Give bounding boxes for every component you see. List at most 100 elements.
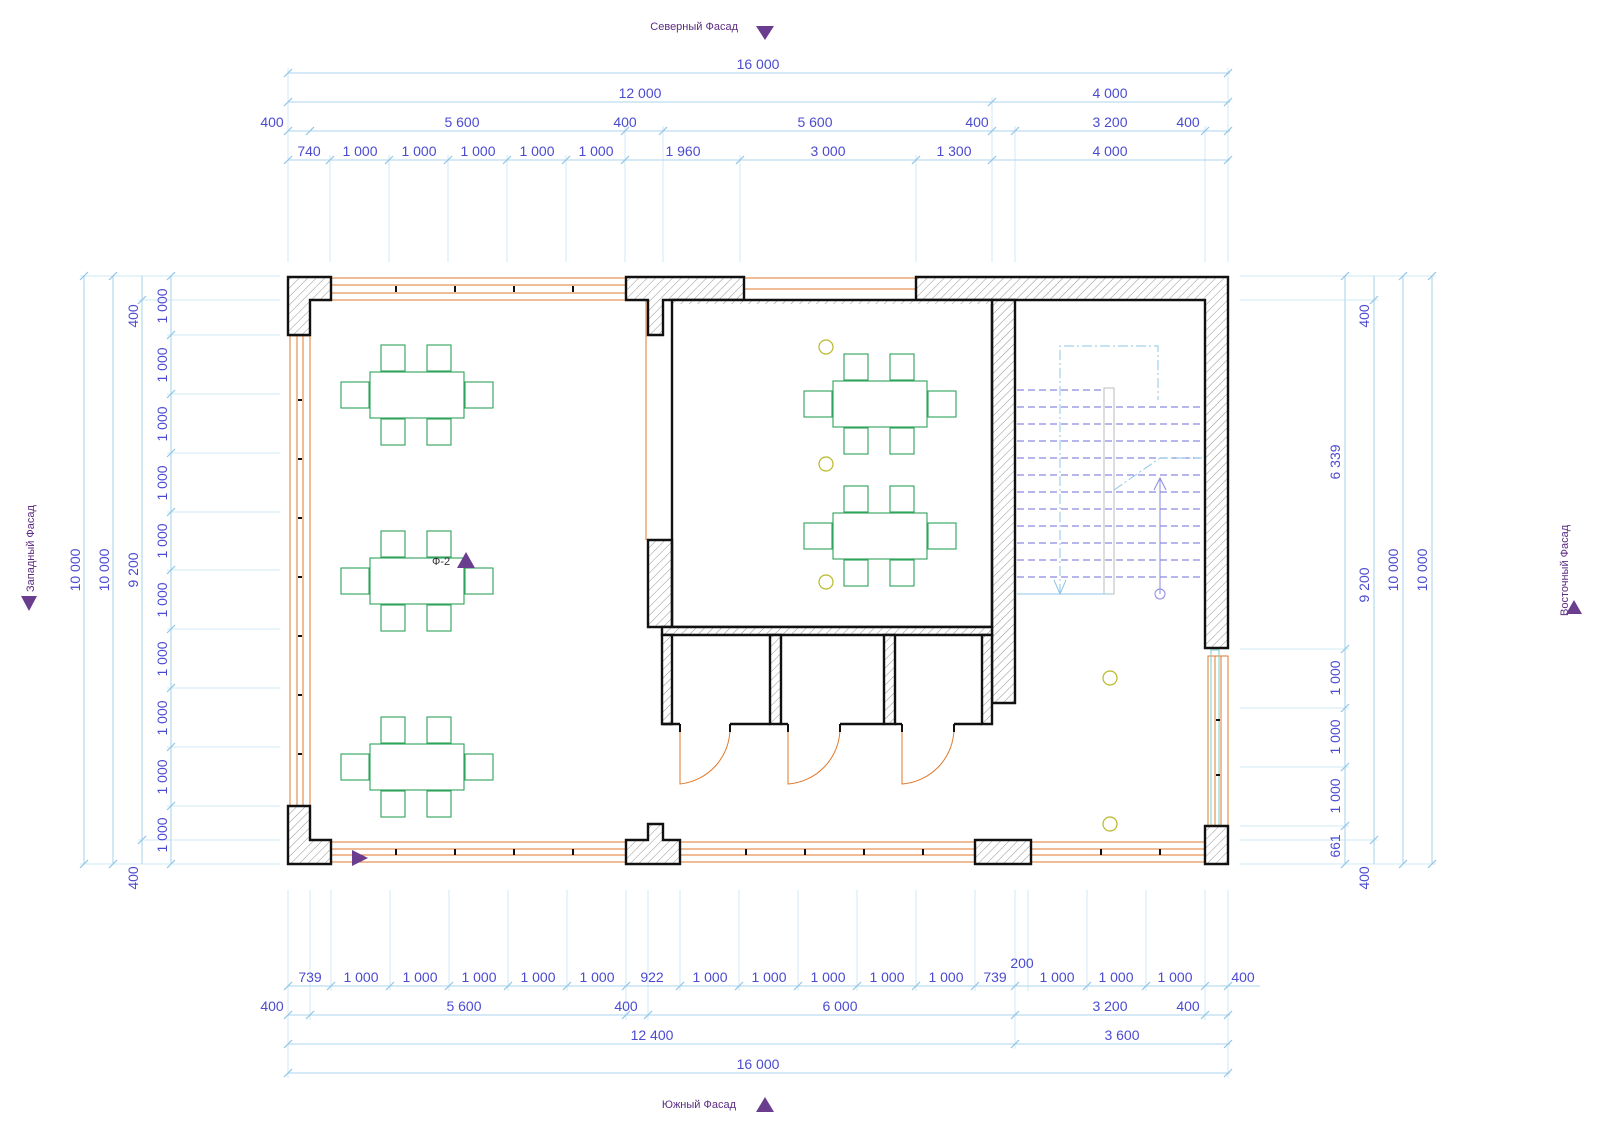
dining-table <box>832 380 928 428</box>
svg-text:1 000: 1 000 <box>579 969 614 985</box>
svg-text:661: 661 <box>1327 834 1343 858</box>
dining-table <box>832 512 928 560</box>
section-marker-triangle <box>457 552 475 568</box>
svg-text:10 000: 10 000 <box>96 548 112 591</box>
svg-text:1 000: 1 000 <box>810 969 845 985</box>
svg-text:1 000: 1 000 <box>1039 969 1074 985</box>
chair <box>889 485 915 513</box>
svg-text:1 000: 1 000 <box>460 143 495 159</box>
chair <box>889 427 915 455</box>
svg-text:740: 740 <box>297 143 321 159</box>
left-dimensions: 10 000 10 000 9 200 400 400 1 000 1 000 … <box>67 271 280 890</box>
svg-text:1 000: 1 000 <box>520 969 555 985</box>
svg-text:6 000: 6 000 <box>822 998 857 1014</box>
svg-text:400: 400 <box>1176 114 1200 130</box>
svg-text:12 400: 12 400 <box>631 1027 674 1043</box>
chair <box>426 530 452 558</box>
chair <box>426 716 452 744</box>
chair <box>380 604 406 632</box>
svg-text:3 000: 3 000 <box>810 143 845 159</box>
svg-text:16 000: 16 000 <box>737 56 780 72</box>
svg-text:16 000: 16 000 <box>737 1056 780 1072</box>
svg-text:1 000: 1 000 <box>154 817 170 852</box>
east-facade-label: Восточный Фасад <box>1559 524 1571 616</box>
chair <box>426 418 452 446</box>
west-facade-marker <box>21 596 37 611</box>
svg-text:1 000: 1 000 <box>1098 969 1133 985</box>
svg-text:400: 400 <box>125 866 141 890</box>
north-facade-label: Северный Фасад <box>650 21 738 33</box>
chair <box>464 753 494 781</box>
svg-text:1 000: 1 000 <box>154 288 170 323</box>
chair <box>380 716 406 744</box>
svg-text:10 000: 10 000 <box>1414 548 1430 591</box>
svg-text:9 200: 9 200 <box>125 552 141 587</box>
chair <box>380 418 406 446</box>
svg-text:922: 922 <box>640 969 664 985</box>
south-facade-label: Южный Фасад <box>662 1099 737 1111</box>
svg-text:9 200: 9 200 <box>1356 567 1372 602</box>
svg-text:10 000: 10 000 <box>1385 548 1401 591</box>
svg-text:400: 400 <box>260 114 284 130</box>
east-facade-marker <box>1566 600 1582 614</box>
svg-text:1 000: 1 000 <box>461 969 496 985</box>
chair <box>464 567 494 595</box>
chair <box>889 559 915 587</box>
svg-text:5 600: 5 600 <box>444 114 479 130</box>
svg-text:1 000: 1 000 <box>402 969 437 985</box>
chair <box>803 522 833 550</box>
svg-text:400: 400 <box>125 304 141 328</box>
svg-text:3 200: 3 200 <box>1092 998 1127 1014</box>
chair <box>340 381 370 409</box>
svg-text:1 000: 1 000 <box>154 523 170 558</box>
svg-text:400: 400 <box>1356 304 1372 328</box>
doors <box>679 724 955 785</box>
entry-marker <box>352 850 368 866</box>
svg-text:1 000: 1 000 <box>154 759 170 794</box>
svg-text:400: 400 <box>1176 998 1200 1014</box>
svg-text:1 000: 1 000 <box>1327 778 1343 813</box>
svg-text:400: 400 <box>260 998 284 1014</box>
chair <box>843 427 869 455</box>
chair <box>843 485 869 513</box>
chair <box>843 353 869 381</box>
svg-text:1 300: 1 300 <box>936 143 971 159</box>
lamps <box>818 339 1118 832</box>
right-dimensions: 10 000 10 000 9 200 400 400 6 339 1 000 … <box>1240 271 1437 890</box>
chair <box>426 604 452 632</box>
svg-text:1 000: 1 000 <box>928 969 963 985</box>
svg-text:1 960: 1 960 <box>665 143 700 159</box>
north-facade-marker <box>756 26 774 40</box>
top-dimensions: 16 000 12 000 4 000 400 5 600 400 5 600 … <box>260 56 1233 262</box>
svg-text:739: 739 <box>983 969 1007 985</box>
svg-text:400: 400 <box>965 114 989 130</box>
svg-text:3 600: 3 600 <box>1104 1027 1139 1043</box>
svg-text:12 000: 12 000 <box>619 85 662 101</box>
svg-text:400: 400 <box>613 114 637 130</box>
dining-table <box>369 743 465 791</box>
svg-text:1 000: 1 000 <box>342 143 377 159</box>
section-marker-label: Ф-2 <box>432 556 450 568</box>
dining-table <box>369 371 465 419</box>
svg-text:10 000: 10 000 <box>67 548 83 591</box>
svg-text:1 000: 1 000 <box>154 347 170 382</box>
svg-text:739: 739 <box>298 969 322 985</box>
svg-text:3 200: 3 200 <box>1092 114 1127 130</box>
bottom-dimensions: 739 1 000 1 000 1 000 1 000 1 000 922 1 … <box>260 890 1260 1078</box>
svg-text:1 000: 1 000 <box>154 582 170 617</box>
svg-text:1 000: 1 000 <box>692 969 727 985</box>
chair <box>927 522 957 550</box>
svg-text:1 000: 1 000 <box>154 465 170 500</box>
svg-text:1 000: 1 000 <box>1157 969 1192 985</box>
south-facade-marker <box>756 1097 774 1112</box>
chair <box>803 390 833 418</box>
chair <box>426 344 452 372</box>
chair <box>464 381 494 409</box>
window-mullions <box>298 286 1220 855</box>
furniture <box>340 344 957 818</box>
staircase <box>1017 345 1202 600</box>
chair <box>843 559 869 587</box>
chair <box>380 344 406 372</box>
svg-text:1 000: 1 000 <box>154 406 170 441</box>
